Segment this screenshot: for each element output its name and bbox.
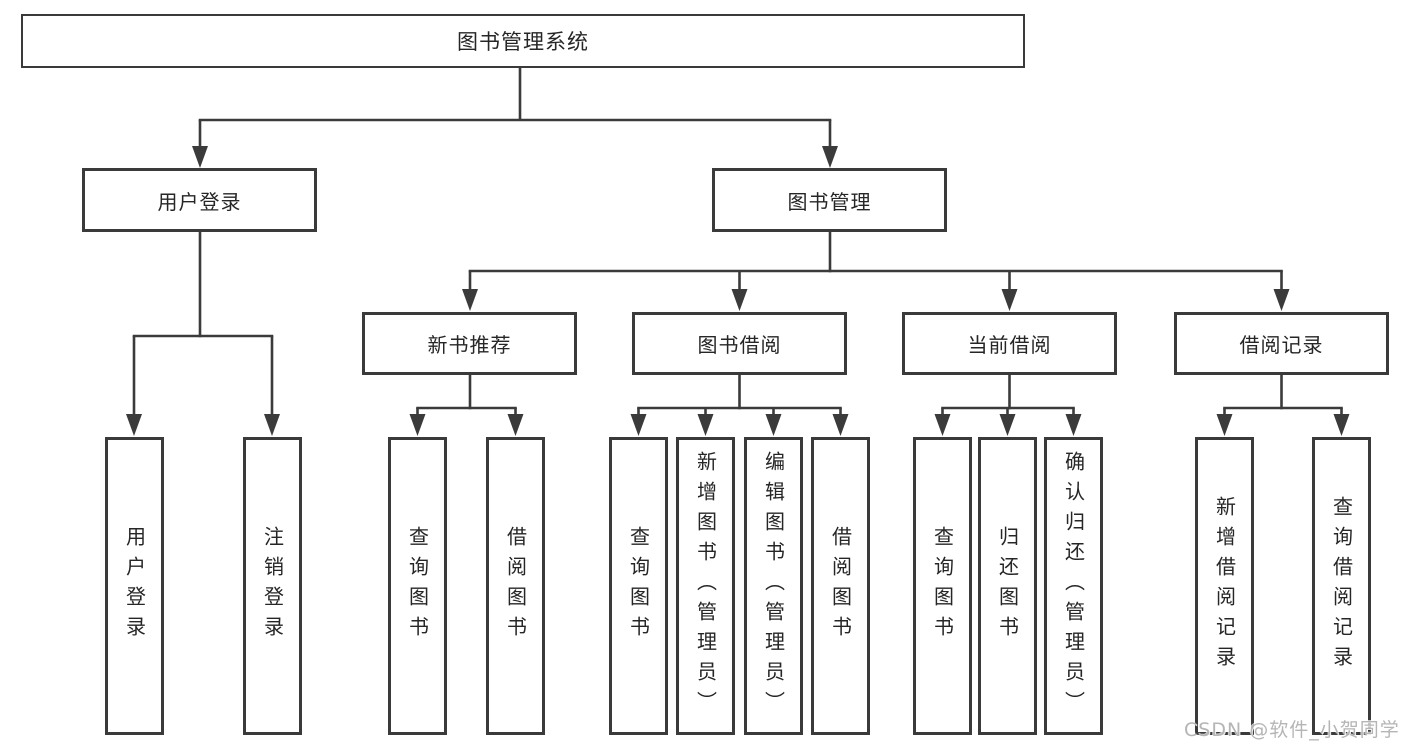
leaf-query-book-recommend: 查询图书 (388, 437, 447, 735)
leaf-query-borrow-record: 查询借阅记录 (1312, 437, 1371, 735)
leaf-borrow-book-recommend-label: 借阅图书 (503, 526, 528, 646)
watermark: CSDN @软件_小贺同学 (1184, 719, 1400, 741)
node-book-borrow: 图书借阅 (632, 312, 847, 375)
leaf-add-borrow-record-label: 新增借阅记录 (1212, 496, 1237, 676)
leaf-query-book-borrow-label: 查询图书 (626, 526, 651, 646)
leaf-user-login: 用户登录 (105, 437, 164, 735)
leaf-borrow-book-label: 借阅图书 (828, 526, 853, 646)
node-new-book-recommend: 新书推荐 (362, 312, 577, 375)
leaf-confirm-return-admin: 确认归还（管理员） (1044, 437, 1103, 735)
leaf-add-borrow-record: 新增借阅记录 (1195, 437, 1254, 735)
leaf-return-book-label: 归还图书 (995, 526, 1020, 646)
leaf-query-borrow-record-label: 查询借阅记录 (1329, 496, 1354, 676)
node-library-system: 图书管理系统 (21, 14, 1025, 68)
node-user-login: 用户登录 (82, 168, 317, 232)
leaf-add-book-admin: 新增图书（管理员） (676, 437, 735, 735)
leaf-query-book-current-label: 查询图书 (930, 526, 955, 646)
leaf-confirm-return-admin-label: 确认归还（管理员） (1061, 451, 1086, 721)
leaf-edit-book-admin-label: 编辑图书（管理员） (761, 451, 786, 721)
leaf-query-book-current: 查询图书 (913, 437, 972, 735)
node-current-borrow: 当前借阅 (902, 312, 1117, 375)
leaf-borrow-book-recommend: 借阅图书 (486, 437, 545, 735)
leaf-logout-login: 注销登录 (243, 437, 302, 735)
leaf-add-book-admin-label: 新增图书（管理员） (693, 451, 718, 721)
leaf-edit-book-admin: 编辑图书（管理员） (744, 437, 803, 735)
node-book-management: 图书管理 (712, 168, 947, 232)
leaf-query-book-recommend-label: 查询图书 (405, 526, 430, 646)
leaf-logout-login-label: 注销登录 (260, 526, 285, 646)
leaf-borrow-book: 借阅图书 (811, 437, 870, 735)
leaf-return-book: 归还图书 (978, 437, 1037, 735)
leaf-query-book-borrow: 查询图书 (609, 437, 668, 735)
leaf-user-login-label: 用户登录 (122, 526, 147, 646)
node-borrow-record: 借阅记录 (1174, 312, 1389, 375)
